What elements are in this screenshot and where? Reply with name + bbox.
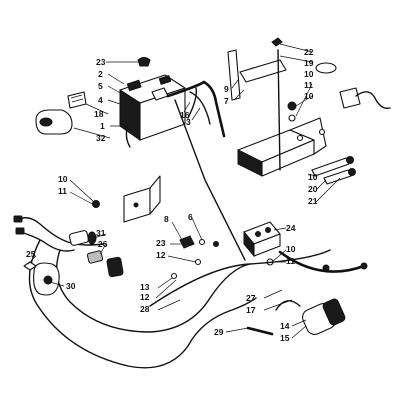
callout-12-a: 12 — [156, 250, 166, 260]
callout-11-b: 11 — [58, 186, 67, 196]
callout-6: 6 — [188, 212, 193, 222]
outlet-housing — [33, 262, 60, 296]
callout-20: 20 — [308, 184, 318, 194]
callout-11-a: 11 — [304, 80, 313, 90]
callout-1: 1 — [100, 121, 105, 131]
callout-5: 5 — [98, 81, 103, 91]
callout-25: 25 — [26, 249, 36, 259]
callout-2: 2 — [98, 69, 103, 79]
callout-18: 18 — [94, 109, 104, 119]
callout-10-d: 10 — [58, 174, 68, 184]
battery-shield — [35, 109, 73, 135]
wiring-harness — [13, 215, 257, 369]
battery-cable-positive — [166, 80, 226, 138]
washer-bracket — [288, 114, 296, 122]
callout-29: 29 — [214, 327, 224, 337]
hold-down-bracket — [227, 49, 287, 171]
nut-bracket — [287, 101, 297, 111]
solenoid — [243, 221, 281, 258]
callout-23-top: 23 — [96, 57, 106, 67]
battery-strap — [125, 124, 131, 148]
battery-cable-long — [174, 99, 246, 261]
callout-24: 24 — [286, 223, 296, 233]
mount-plate — [123, 175, 161, 223]
nut-center — [213, 241, 219, 247]
callout-22: 22 — [304, 47, 314, 57]
callout-30: 30 — [66, 281, 76, 291]
callout-32: 32 — [96, 133, 106, 143]
battery-tray — [237, 117, 327, 177]
callout-7: 7 — [224, 96, 229, 106]
battery — [119, 74, 186, 141]
callout-10-b: 10 — [304, 91, 314, 101]
power-outlet — [68, 230, 124, 278]
callout-3: 3 — [186, 117, 191, 127]
cable-lug — [278, 250, 366, 273]
cable-tie — [246, 326, 274, 336]
cable-lug-end — [360, 262, 368, 270]
callout-17: 17 — [246, 305, 256, 315]
starter-motor — [275, 298, 346, 335]
mount-bolts — [311, 156, 356, 185]
callout-14: 14 — [280, 321, 290, 331]
ground-strap — [187, 87, 198, 119]
callout-21: 21 — [308, 196, 318, 206]
nut-lower-right — [322, 264, 330, 272]
long-cable — [149, 249, 331, 307]
relay-block — [339, 87, 391, 110]
callout-23-center: 23 — [156, 238, 166, 248]
battery-vent-cap — [137, 57, 151, 67]
callout-8: 8 — [164, 214, 169, 224]
callout-12-b: 12 — [140, 292, 150, 302]
wire-clip — [315, 62, 337, 74]
callout-10-e: 10 — [286, 244, 296, 254]
washer-center-c — [170, 272, 178, 280]
washer-center-a — [198, 238, 206, 246]
fastener-top — [271, 37, 283, 47]
battery-cable-negative — [189, 91, 211, 125]
leader-lines — [27, 43, 341, 339]
callout-19: 19 — [304, 58, 314, 68]
callout-16: 16 — [180, 110, 190, 120]
callout-9: 9 — [224, 84, 229, 94]
callout-28: 28 — [140, 304, 150, 314]
callout-10-c: 10 — [308, 172, 318, 182]
callout-numbers: 23 2 5 4 18 1 32 16 3 9 7 22 19 10 11 10… — [26, 47, 318, 343]
callout-11-c: 11 — [286, 256, 295, 266]
callout-4: 4 — [98, 95, 103, 105]
warning-label — [67, 91, 87, 109]
callout-15: 15 — [280, 333, 290, 343]
callout-13: 13 — [140, 282, 150, 292]
washer-center-b — [194, 258, 202, 266]
cable-clamp — [179, 235, 195, 249]
callout-10-a: 10 — [304, 69, 314, 79]
callout-31: 31 — [96, 228, 106, 238]
callout-27: 27 — [246, 293, 256, 303]
callout-26: 26 — [98, 239, 108, 249]
